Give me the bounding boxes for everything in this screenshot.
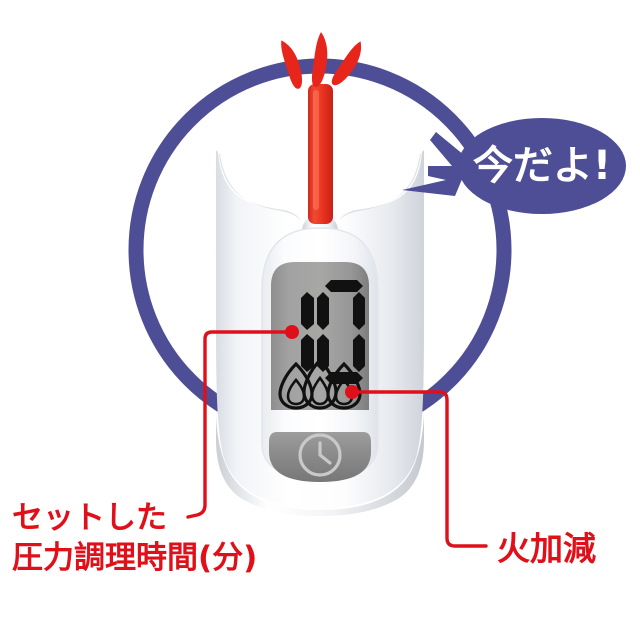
lid-notch-shadow-left: [219, 154, 301, 221]
annotation-set-time-line1: セットした: [12, 500, 167, 536]
pressure-indicator-pin: [308, 84, 333, 224]
annotation-heat-level: 火加減: [345, 385, 596, 568]
lcd-screen: [271, 262, 369, 410]
leader-line-heat-level: [350, 390, 488, 548]
annotation-set-time-line2: 圧力調理時間(分): [12, 540, 257, 576]
pressure-burst-marks: [281, 32, 362, 89]
clock-icon: [298, 433, 342, 477]
clock-hands-icon: [318, 441, 332, 465]
timer-button[interactable]: [269, 432, 371, 482]
speech-bubble-text: 今だよ!: [473, 143, 611, 189]
leader-dot-heat-level: [345, 385, 359, 399]
speech-bubble: 今だよ!: [402, 118, 626, 214]
speech-bubble-tail: [402, 132, 470, 196]
leader-dot-set-time: [285, 325, 299, 339]
annotation-heat-level-text: 火加減: [497, 529, 596, 568]
lcd-digit-1: [301, 292, 314, 372]
annotation-set-pressure-time: セットした 圧力調理時間(分): [12, 325, 299, 576]
lid-notch-shadow-right: [339, 154, 421, 221]
speech-bubble-body: [458, 118, 626, 214]
leader-line-set-time: [186, 330, 294, 519]
lcd-digit-0: [317, 280, 365, 384]
flame-level-indicator: [278, 357, 362, 410]
